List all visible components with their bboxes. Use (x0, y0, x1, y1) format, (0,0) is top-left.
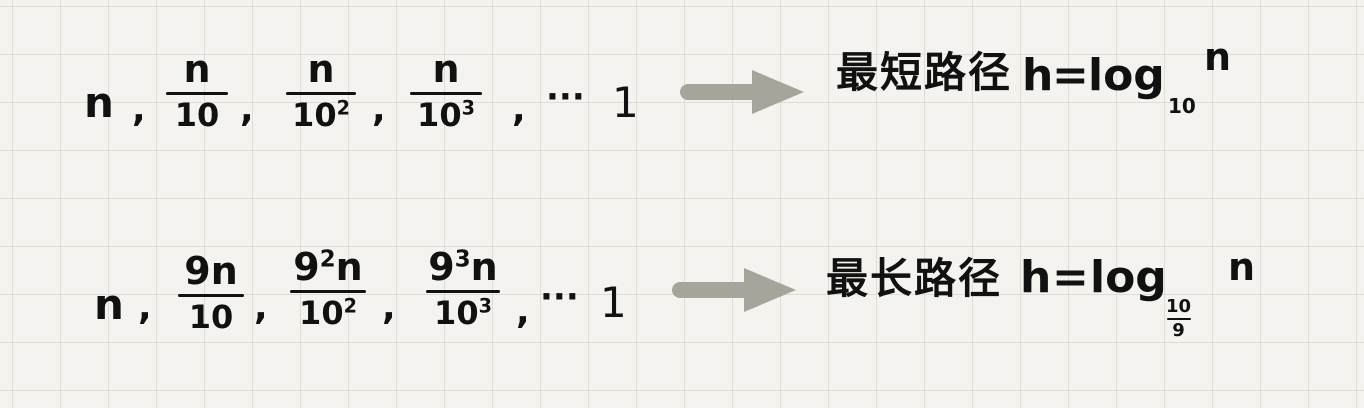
comma: , (512, 89, 526, 130)
comma: , (132, 89, 146, 130)
comma: , (372, 89, 386, 130)
formula-h: h (1020, 252, 1052, 303)
fraction-n-over-10: n 10 (166, 50, 228, 131)
formula-log: log (1088, 50, 1165, 101)
sequence-end: 1 (612, 78, 639, 127)
formula-equals: = (1052, 50, 1089, 101)
numerator-base: 9 (293, 245, 320, 289)
arrow-head (752, 70, 804, 114)
denominator: 102 (292, 96, 350, 134)
formula-log: log (1090, 252, 1167, 303)
denominator-base: 10 (417, 96, 462, 134)
comma: , (240, 89, 254, 130)
fraction-bar (290, 290, 366, 293)
numerator-variable: n (470, 245, 498, 289)
denominator: 10 (188, 298, 234, 336)
denominator: 10 (174, 96, 220, 134)
arrow-head (744, 268, 796, 312)
numerator: 93n (428, 248, 497, 286)
sequence-start: n (84, 78, 114, 127)
fraction-bar (178, 294, 244, 297)
denominator: 102 (299, 294, 357, 332)
arrow-shaft (672, 282, 752, 298)
log-argument: n (1204, 35, 1232, 79)
numerator: n (432, 47, 460, 91)
comma: , (138, 287, 152, 328)
denominator-base: 10 (434, 294, 479, 332)
numerator: 92n (293, 248, 362, 286)
fraction-bar (410, 92, 482, 95)
log-base-numerator: 10 (1166, 296, 1192, 317)
formula-equals: = (1052, 252, 1089, 303)
fraction-bar (426, 290, 500, 293)
comma: , (254, 287, 268, 328)
log-argument: n (1228, 245, 1256, 289)
numerator-base: 9 (428, 245, 455, 289)
denominator: 103 (417, 96, 475, 134)
shortest-path-label: 最短路径 (836, 48, 1013, 97)
numerator-variable: n (335, 245, 363, 289)
numerator-exponent: 2 (319, 246, 336, 273)
fraction-bar (286, 92, 356, 95)
denominator-exponent: 2 (343, 294, 357, 318)
fraction-9sq-n-over-10-squared: 92n 102 (290, 248, 366, 329)
sequence-end: 1 (600, 278, 627, 327)
denominator: 103 (434, 294, 492, 332)
formula-h: h (1022, 50, 1054, 101)
fraction-bar (1166, 318, 1191, 320)
fraction-n-over-10-squared: n 102 (286, 50, 356, 131)
numerator-exponent: 3 (454, 246, 471, 273)
fraction-bar (166, 92, 228, 95)
denominator-exponent: 3 (478, 294, 492, 318)
log-base-fraction: 10 9 (1166, 298, 1191, 340)
comma: , (516, 291, 530, 332)
denominator-base: 10 (299, 294, 344, 332)
denominator-base: 10 (292, 96, 337, 134)
denominator-exponent: 2 (336, 96, 350, 120)
sequence-start: n (94, 280, 124, 329)
fraction-9n-over-10: 9n 10 (178, 252, 244, 333)
log-base: 10 (1168, 94, 1196, 118)
comma: , (382, 287, 396, 328)
longest-path-label: 最长路径 (826, 254, 1003, 303)
denominator-exponent: 3 (461, 96, 475, 120)
numerator: 9n (184, 249, 238, 293)
fraction-n-over-10-cubed: n 103 (410, 50, 482, 131)
numerator: n (307, 47, 335, 91)
fraction-9cube-n-over-10-cubed: 93n 103 (426, 248, 500, 329)
ellipsis: ··· (546, 77, 585, 117)
log-base-denominator: 9 (1172, 320, 1185, 341)
arrow-shaft (680, 84, 760, 100)
numerator: n (183, 47, 211, 91)
ellipsis: ··· (540, 277, 579, 317)
